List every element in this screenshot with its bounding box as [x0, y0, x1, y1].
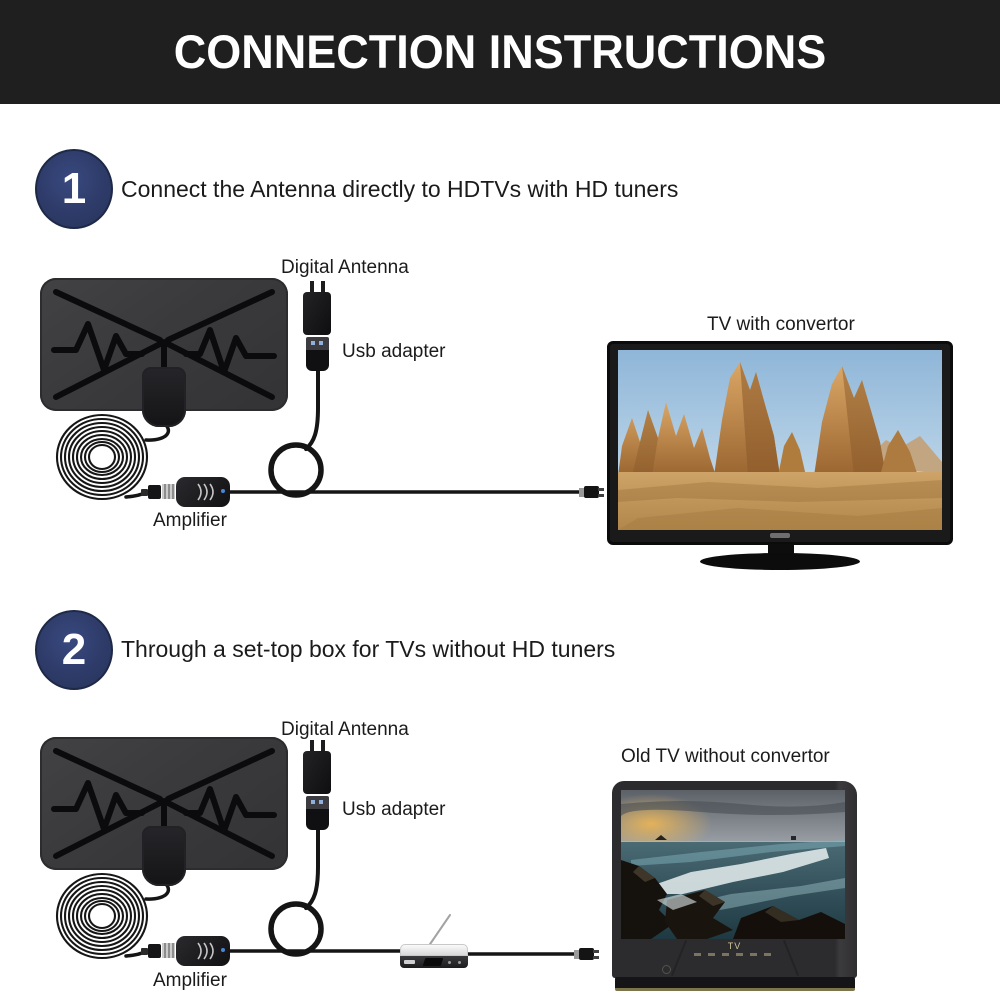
step2-number: 2 — [61, 625, 87, 674]
tv1-screen — [618, 350, 942, 530]
stb-label-mark — [404, 960, 415, 964]
oldtv-power-button — [662, 965, 671, 974]
header-bar: CONNECTION INSTRUCTIONS — [0, 0, 1000, 104]
usb-plug-metal-2 — [306, 796, 329, 809]
cable-coil-1 — [55, 413, 149, 501]
old-tv: TV — [612, 781, 857, 978]
usb-plug-metal-1 — [306, 337, 329, 350]
label-amplifier-2: Amplifier — [153, 970, 227, 991]
usb-plug-body-2 — [306, 809, 329, 830]
usb-plug-body-1 — [306, 350, 329, 371]
amp-marking-icon — [197, 942, 225, 960]
amp-cable-tip-2 — [141, 948, 148, 955]
oldtv-base — [615, 977, 855, 991]
hdtv — [607, 341, 953, 545]
oldtv-crease — [670, 940, 688, 976]
flat-antenna-1 — [40, 278, 288, 411]
plug-prong-icon — [321, 281, 325, 293]
cable-coil-2 — [55, 872, 149, 960]
amplifier-device-1 — [176, 477, 230, 507]
step2-badge: 2 — [35, 610, 113, 690]
label-amplifier-1: Amplifier — [153, 510, 227, 531]
oldtv-control-marks — [694, 953, 774, 956]
amp-thread-2 — [162, 943, 175, 958]
flat-antenna-2 — [40, 737, 288, 870]
usb-wall-charger-2 — [303, 751, 331, 794]
amp-marking-icon — [197, 483, 225, 501]
coax-connector-oldtv — [574, 948, 599, 960]
amp-thread-1 — [162, 484, 175, 499]
stb-indicator-dot — [448, 961, 451, 964]
coax-connector-tv1 — [579, 486, 604, 498]
oldtv-logo: TV — [727, 941, 742, 951]
amp-cable-tip-1 — [141, 489, 148, 496]
label-digital-antenna-1: Digital Antenna — [281, 257, 409, 278]
sea-scene — [621, 790, 845, 939]
antenna-pattern-icon — [51, 289, 277, 411]
tv1-stand-base — [700, 553, 860, 570]
plug-prong-icon — [321, 740, 325, 752]
step2-text: Through a set-top box for TVs without HD… — [121, 636, 616, 662]
oldtv-screen — [621, 790, 845, 939]
stb-indicator-dot — [458, 961, 461, 964]
step1-number: 1 — [61, 164, 87, 213]
oldtv-crease — [782, 940, 800, 976]
usb-wall-charger-1 — [303, 292, 331, 335]
plug-prong-icon — [310, 281, 314, 293]
oldtv-control-panel: TV — [612, 939, 857, 978]
label-digital-antenna-2: Digital Antenna — [281, 719, 409, 740]
label-old-tv: Old TV without convertor — [621, 746, 830, 767]
step1-badge: 1 — [35, 149, 113, 229]
amp-plug-2 — [148, 944, 161, 958]
step1-text: Connect the Antenna directly to HDTVs wi… — [121, 176, 679, 202]
amplifier-device-2 — [176, 936, 230, 966]
set-top-box-top — [400, 944, 468, 956]
label-usb-adapter-2: Usb adapter — [342, 799, 446, 820]
tv1-brand-mark — [770, 533, 790, 538]
label-tv-with-convertor: TV with convertor — [707, 314, 855, 335]
antenna-connector-2 — [142, 826, 186, 886]
page-title: CONNECTION INSTRUCTIONS — [173, 24, 827, 79]
amp-plug-1 — [148, 485, 161, 499]
set-top-box-front — [400, 956, 468, 968]
antenna-connector-1 — [142, 367, 186, 427]
plug-prong-icon — [310, 740, 314, 752]
stb-ir-window — [422, 958, 444, 966]
mountain-scene — [618, 350, 942, 530]
label-usb-adapter-1: Usb adapter — [342, 341, 446, 362]
